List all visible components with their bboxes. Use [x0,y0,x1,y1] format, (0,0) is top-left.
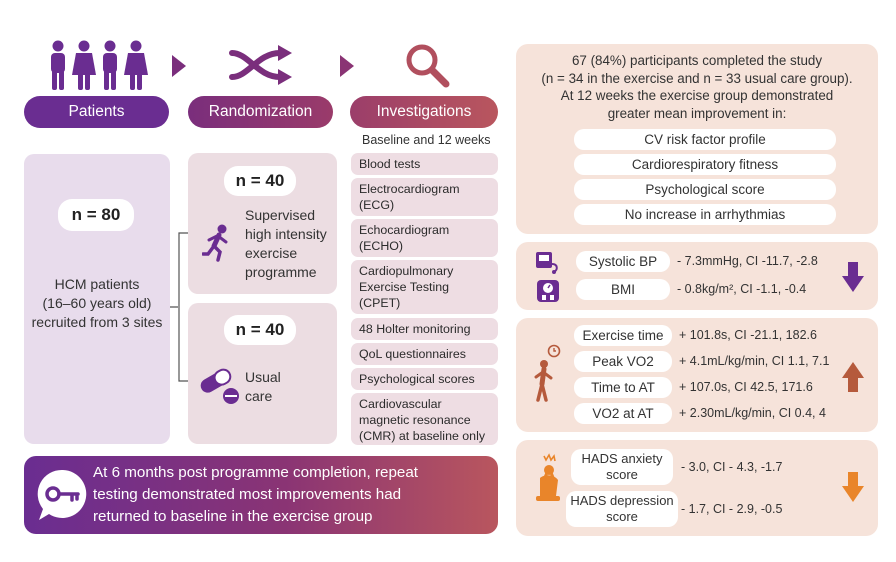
improvement-item: CV risk factor profile [574,129,836,150]
scale-icon [536,279,560,303]
runner-icon [202,224,234,262]
fitness-label: VO2 at AT [574,403,672,424]
patients-count: n = 80 [58,199,134,231]
followup-text: At 6 months post programme completion, r… [93,464,419,525]
exercise-arm-count: n = 40 [224,166,296,196]
hads-value: - 3.0, CI - 4.3, -1.7 [681,460,783,474]
bp-bmi-panel [516,242,878,310]
patients-header: Patients [24,96,169,128]
investigation-item: 48 Holter monitoring [351,318,498,340]
investigations-header: Investigations [350,96,498,128]
investigation-item: Echocardiogram(ECHO) [351,219,498,257]
stressed-person-icon [532,452,566,510]
fitness-label: Time to AT [574,377,672,398]
pill-icon [198,366,242,406]
usual-care-count: n = 40 [224,315,296,345]
bp-monitor-icon [534,250,562,274]
investigation-item: Psychological scores [351,368,498,390]
arrow-down-icon [842,472,864,502]
fitness-value: + 101.8s, CI -21.1, 182.6 [679,328,817,342]
shuffle-icon [228,45,294,85]
hads-value: - 1.7, CI - 2.9, -0.5 [681,502,783,516]
chevron-right-icon [340,55,354,77]
investigation-item: Blood tests [351,153,498,175]
bp-bmi-label: BMI [576,279,670,300]
investigation-item: QoL questionnaires [351,343,498,365]
fitness-label: Peak VO2 [574,351,672,372]
chevron-right-icon [172,55,186,77]
fitness-value: + 2.30mL/kg/min, CI 0.4, 4 [679,406,826,420]
randomization-bracket [170,232,188,382]
bp-bmi-value: - 0.8kg/m², CI -1.1, -0.4 [677,282,807,296]
usual-care-description: Usual care [245,369,281,404]
followup-banner [24,456,498,534]
patients-icon [46,40,150,92]
magnifier-icon [404,42,450,88]
randomization-header: Randomization [188,96,333,128]
summary-text: 67 (84%) participants completed the stud… [541,53,853,121]
fitness-label: Exercise time [574,325,672,346]
key-icon [34,466,92,524]
arrow-down-icon [842,262,864,292]
fitness-value: + 107.0s, CI 42.5, 171.6 [679,380,813,394]
investigation-item: Electrocardiogram(ECG) [351,178,498,216]
exercise-arm-description: Supervised high intensity exercise progr… [245,207,327,280]
patients-description: HCM patients (16–60 years old) recruited… [31,276,163,330]
exercise-clock-icon [532,344,562,404]
improvement-item: Psychological score [574,179,836,200]
bp-bmi-label: Systolic BP [576,251,670,272]
investigations-timing: Baseline and 12 weeks [362,133,491,147]
arrow-up-icon [842,362,864,392]
fitness-value: + 4.1mL/kg/min, CI 1.1, 7.1 [679,354,830,368]
improvement-item: Cardiorespiratory fitness [574,154,836,175]
improvement-item: No increase in arrhythmias [574,204,836,225]
bp-bmi-value: - 7.3mmHg, CI -11.7, -2.8 [677,254,818,268]
